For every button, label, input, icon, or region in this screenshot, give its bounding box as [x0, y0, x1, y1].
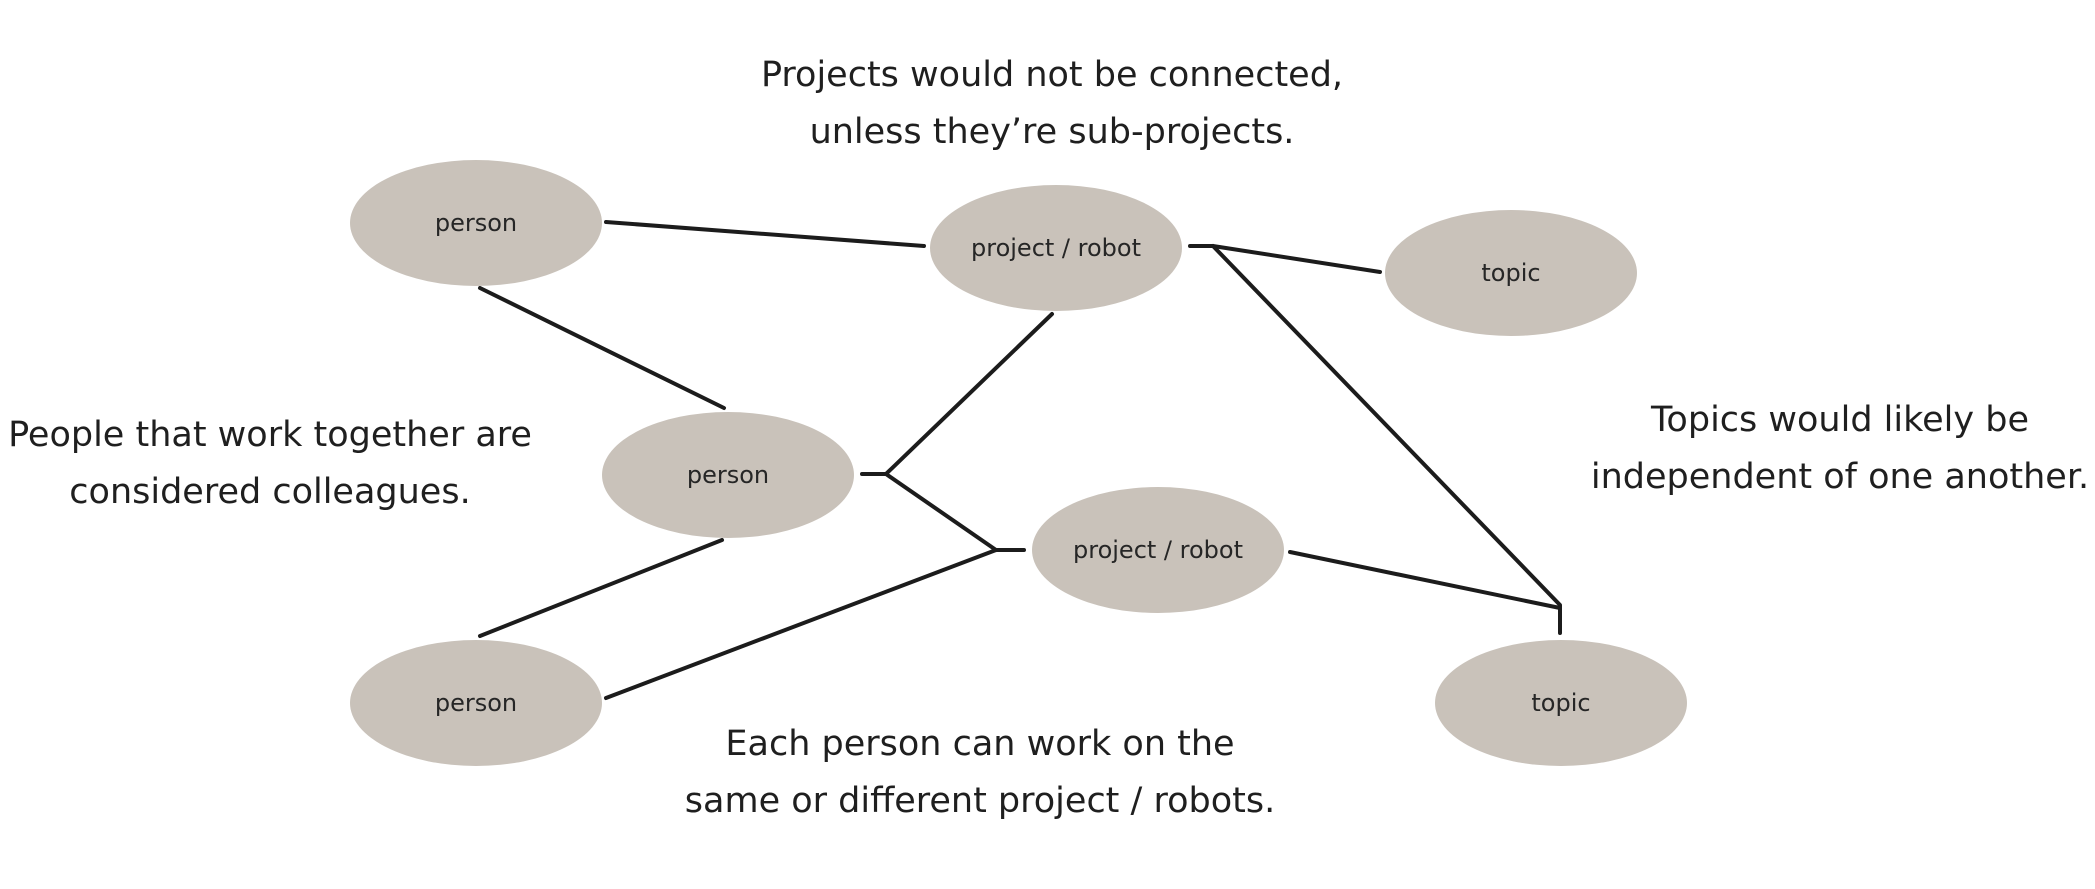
note-work: Each person can work on the same or diff…	[580, 716, 1380, 830]
node-project-mid[interactable]: project / robot	[1032, 487, 1284, 613]
edge-person-bottom-to-project-mid	[604, 548, 1026, 700]
edge-person-mid-to-person-bottom	[478, 538, 724, 638]
note-work-line-1: Each person can work on the	[725, 724, 1235, 764]
node-person-top[interactable]: person	[350, 160, 602, 286]
note-people: People that work together are considered…	[0, 407, 540, 521]
note-topics-line-1: Topics would likely be	[1651, 400, 2029, 440]
edge-person-mid-to-project-top	[860, 312, 1054, 476]
edge-person-mid-to-project-mid	[884, 472, 998, 552]
note-work-line-2: same or different project / robots.	[684, 781, 1276, 821]
node-project-top[interactable]: project / robot	[930, 185, 1182, 311]
note-projects-line-2: unless they’re sub-projects.	[809, 112, 1295, 152]
edge-person-top-to-person-mid	[478, 286, 726, 410]
node-person-bottom[interactable]: person	[350, 640, 602, 766]
edge-project-top-to-topic-bottom	[1211, 244, 1562, 635]
node-person-mid[interactable]: person	[602, 412, 854, 538]
node-topic-top[interactable]: topic	[1385, 210, 1637, 336]
note-topics: Topics would likely be independent of on…	[1585, 392, 2095, 506]
note-topics-line-2: independent of one another.	[1590, 457, 2090, 497]
note-projects-line-1: Projects would not be connected,	[760, 55, 1344, 95]
note-people-line-2: considered colleagues.	[69, 472, 471, 512]
note-people-line-1: People that work together are	[8, 415, 532, 455]
edge-project-mid-to-topic-bottom	[1288, 550, 1562, 610]
edge-person-top-to-project-top	[604, 220, 926, 248]
node-topic-bottom[interactable]: topic	[1435, 640, 1687, 766]
note-projects: Projects would not be connected, unless …	[652, 47, 1452, 161]
